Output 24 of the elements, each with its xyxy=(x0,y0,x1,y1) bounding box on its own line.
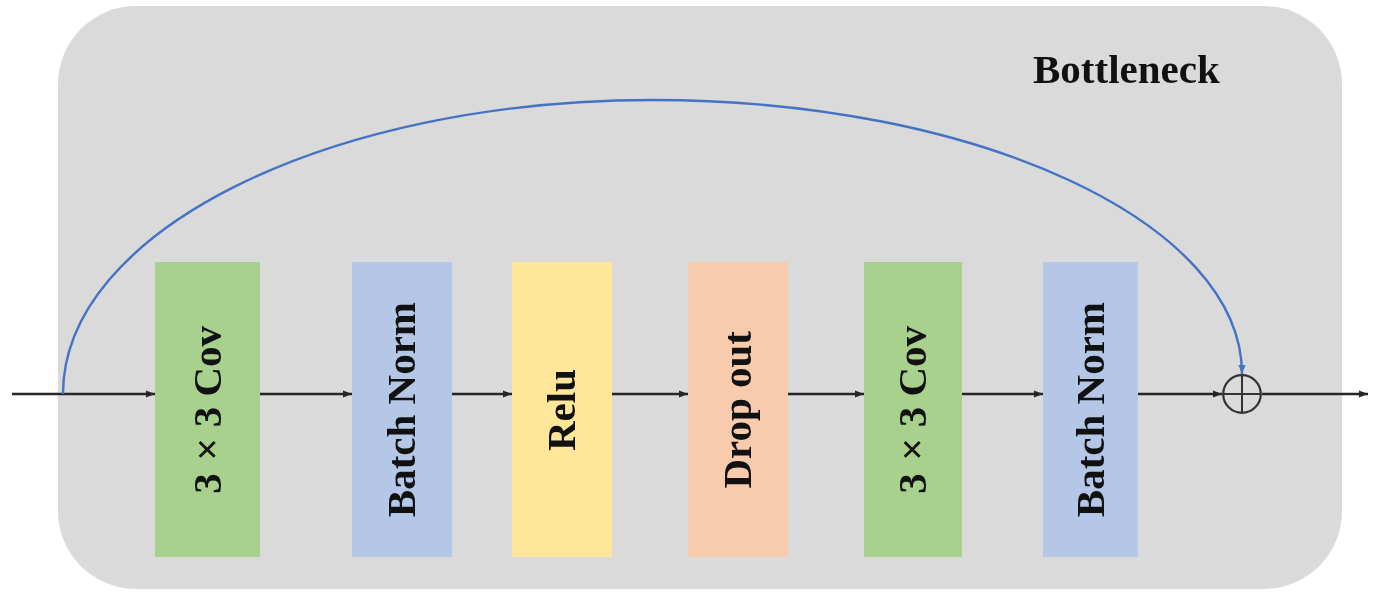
arrow xyxy=(260,390,352,398)
layer-label: Drop out xyxy=(715,330,761,489)
arrow xyxy=(1138,390,1222,398)
panel-title: Bottleneck xyxy=(1033,46,1220,94)
layer-block xyxy=(155,262,260,557)
arrow xyxy=(962,390,1043,398)
layer-block xyxy=(864,262,962,557)
layer-label: 3×3 Cov xyxy=(184,325,231,494)
arrow xyxy=(788,390,864,398)
arrow xyxy=(1262,390,1368,398)
module-panel xyxy=(58,6,1342,589)
arrow xyxy=(12,390,155,398)
arrow xyxy=(452,390,512,398)
layer-block xyxy=(352,262,452,557)
layer-label: 3×3 Cov xyxy=(890,325,936,494)
circled-plus-node xyxy=(1222,374,1262,414)
layer-block xyxy=(512,262,612,557)
layer-label: Relu xyxy=(539,368,585,451)
curved-arrow xyxy=(61,98,1245,395)
arrow xyxy=(612,390,688,398)
layer-label: Batch Norm xyxy=(1067,301,1114,518)
layer-block xyxy=(688,262,788,557)
layer-label: Batch Norm xyxy=(379,301,425,518)
layer-block xyxy=(1043,262,1138,557)
